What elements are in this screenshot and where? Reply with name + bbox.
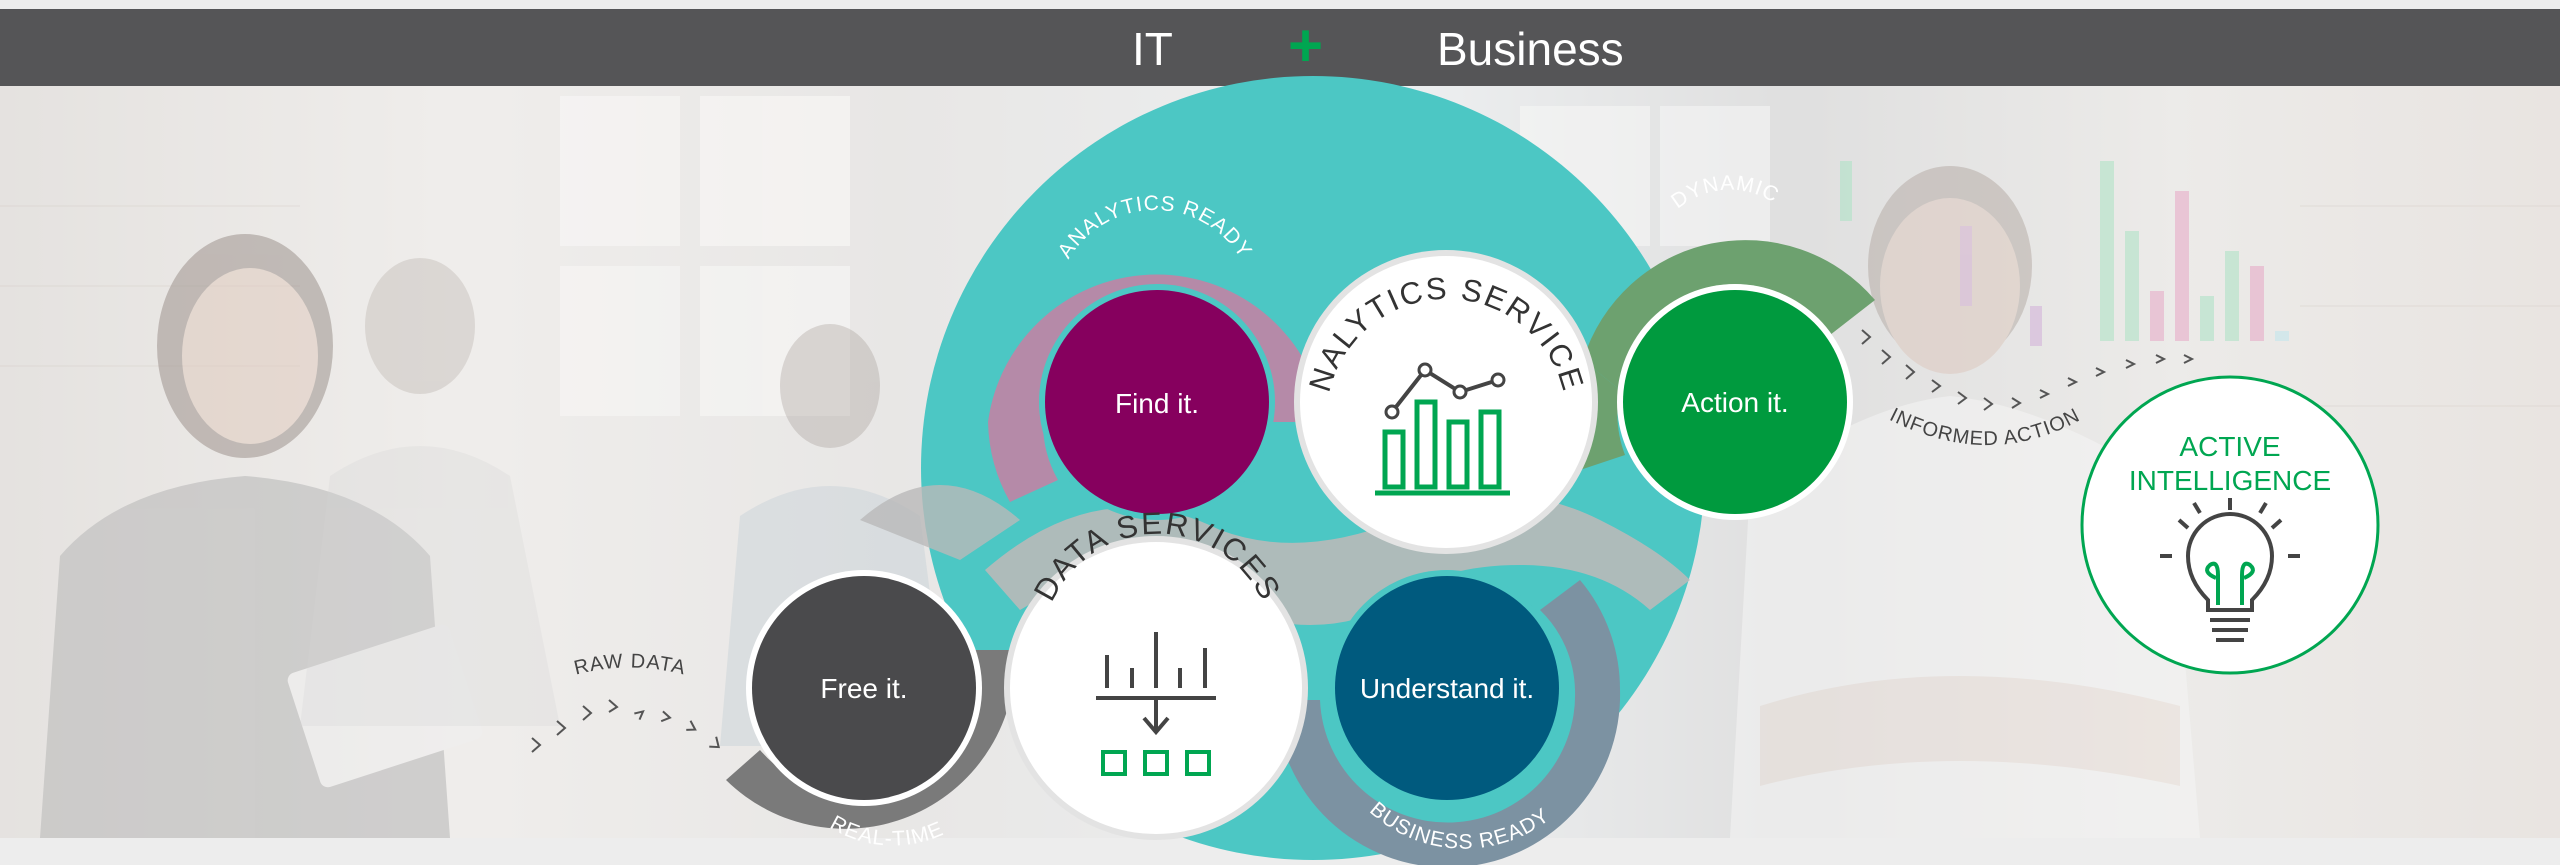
header-business-label: Business: [1437, 23, 1624, 75]
raw-data-arrows: [531, 699, 720, 753]
ring-business-ready: [1275, 580, 1621, 865]
understand-it-label: Understand it.: [1360, 673, 1534, 704]
data-download-icon: [1096, 632, 1216, 776]
plus-icon: +: [1288, 12, 1324, 79]
active-intelligence-node: ACTIVE INTELLIGENCE: [2080, 375, 2380, 675]
active-intelligence-line1: ACTIVE: [2179, 431, 2280, 462]
action-it-node: Action it.: [1617, 284, 1853, 520]
header-bar: [0, 9, 2560, 86]
raw-data-label: RAW DATA: [572, 650, 688, 679]
action-it-label: Action it.: [1681, 387, 1788, 418]
data-services-node: DATA SERVICES: [1004, 506, 1308, 840]
header-it-label: IT: [1132, 23, 1173, 75]
arc-label-dynamic: DYNAMIC: [1667, 172, 1783, 213]
active-intelligence-line2: INTELLIGENCE: [2129, 465, 2331, 496]
informed-action-arrows: [1861, 329, 2195, 411]
lightbulb-icon: [2160, 498, 2300, 642]
free-it-label: Free it.: [820, 673, 907, 704]
ring-analytics-ready: [988, 274, 1325, 502]
find-it-node: Find it.: [1039, 284, 1275, 520]
bar-line-chart-icon: [1375, 362, 1510, 496]
free-it-node: Free it.: [746, 570, 982, 806]
informed-action-label: INFORMED ACTION: [1886, 404, 2083, 450]
understand-it-node: Understand it.: [1329, 570, 1565, 806]
find-it-label: Find it.: [1115, 388, 1199, 419]
